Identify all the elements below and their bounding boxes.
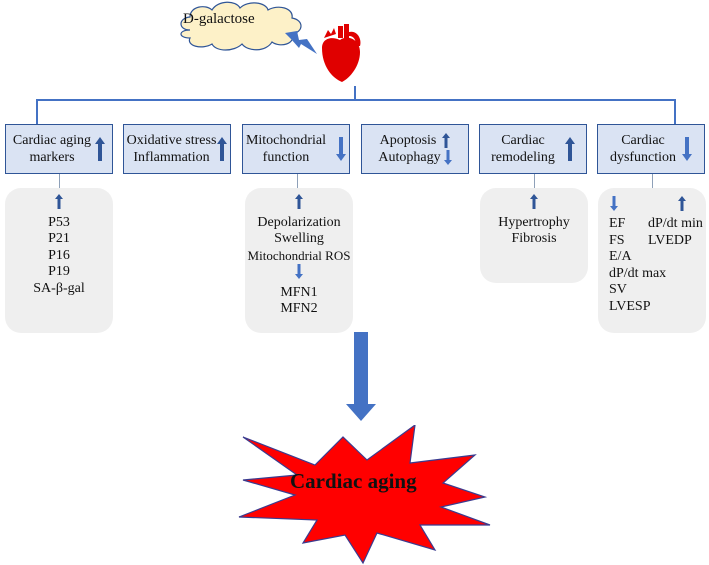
mito-up-item: Depolarization	[257, 214, 341, 230]
arrow-down-icon	[336, 137, 347, 161]
panel-mitochondrial: Depolarization Swelling Mitochondrial RO…	[245, 188, 353, 333]
connector-right-drop	[674, 99, 676, 124]
category-label-line: Cardiac	[501, 133, 545, 148]
arrow-up-icon	[55, 194, 63, 209]
category-label-line: Apoptosis	[379, 133, 437, 148]
heart-icon	[322, 24, 361, 82]
marker-item: P21	[48, 231, 70, 246]
category-label-line: markers	[29, 150, 75, 165]
arrow-up-icon	[95, 137, 106, 161]
category-cardiac-remodeling: Cardiac remodeling	[479, 124, 587, 174]
panel-aging-markers: P53 P21 P16 P19 SA-β-gal	[5, 188, 113, 333]
category-label-line: remodeling	[491, 150, 555, 165]
category-label-line: function	[262, 150, 310, 165]
category-label-line: Oxidative stress	[126, 133, 217, 148]
arrow-up-icon	[295, 194, 303, 209]
category-cardiac-dysfunction: Cardiac dysfunction	[597, 124, 705, 174]
mito-up-item: Swelling	[274, 231, 324, 246]
marker-item: P19	[48, 264, 70, 279]
panel-remodeling: Hypertrophy Fibrosis	[480, 188, 588, 283]
arrow-up-icon	[678, 196, 686, 211]
connector-remodeling	[534, 174, 535, 188]
category-label-line: dysfunction	[609, 150, 677, 165]
connector-aging-markers	[59, 174, 60, 188]
big-down-arrow-icon	[346, 332, 376, 421]
category-label-line: Cardiac	[621, 133, 665, 148]
arrow-down-icon	[610, 196, 618, 211]
arrow-down-icon	[295, 264, 303, 279]
mito-down-item: MFN2	[280, 301, 318, 316]
dysfunction-down-item: EF	[609, 216, 626, 231]
category-apoptosis-autophagy: Apoptosis Autophagy	[361, 124, 469, 174]
marker-item: SA-β-gal	[33, 280, 85, 296]
dysfunction-up-item: dP/dt min	[648, 216, 703, 231]
remodeling-item: Hypertrophy	[498, 214, 570, 230]
category-label-line: Autophagy	[378, 150, 441, 165]
dysfunction-down-item: SV	[609, 282, 627, 297]
remodeling-item: Fibrosis	[511, 231, 557, 246]
dysfunction-down-item: FS	[609, 232, 625, 248]
connector-left-drop	[36, 99, 38, 124]
arrow-up-icon	[217, 137, 228, 161]
connector-bar	[36, 99, 676, 101]
mito-down-item: MFN1	[280, 284, 318, 300]
category-cardiac-aging-markers: Cardiac aging markers	[5, 124, 113, 174]
outcome-label: Cardiac aging	[290, 469, 417, 493]
arrow-up-icon	[442, 133, 451, 148]
d-galactose-cloud	[180, 1, 302, 51]
trigger-label: D-galactose	[183, 11, 255, 27]
category-label-line: Cardiac aging	[12, 133, 92, 148]
mito-up-item: Mitochondrial ROS	[247, 247, 351, 263]
dysfunction-down-item: LVESP	[609, 298, 651, 314]
dysfunction-down-item: E/A	[609, 249, 632, 264]
marker-item: P53	[48, 214, 70, 230]
lightning-bolt-icon	[285, 31, 317, 54]
arrow-down-icon	[443, 150, 452, 165]
dysfunction-down-item: dP/dt max	[609, 265, 667, 281]
category-label-line: Mitochondrial	[245, 133, 327, 148]
dysfunction-down-list: EF FS E/A dP/dt max SV LVESP	[609, 216, 666, 315]
connector-mitochondrial	[297, 174, 298, 188]
arrow-up-icon	[530, 194, 538, 209]
dysfunction-up-list: dP/dt min LVEDP	[648, 216, 703, 249]
connector-stem	[354, 86, 356, 100]
connector-dysfunction	[652, 174, 653, 188]
marker-item: P16	[48, 247, 70, 263]
category-label-line: Inflammation	[133, 150, 210, 165]
dysfunction-up-item: LVEDP	[648, 232, 692, 248]
arrow-up-icon	[564, 137, 575, 161]
panel-dysfunction: EF FS E/A dP/dt max SV LVESP dP/dt min L…	[598, 188, 706, 333]
cardiac-aging-starburst	[238, 425, 491, 565]
category-mitochondrial-function: Mitochondrial function	[242, 124, 350, 174]
arrow-down-icon	[682, 137, 693, 161]
